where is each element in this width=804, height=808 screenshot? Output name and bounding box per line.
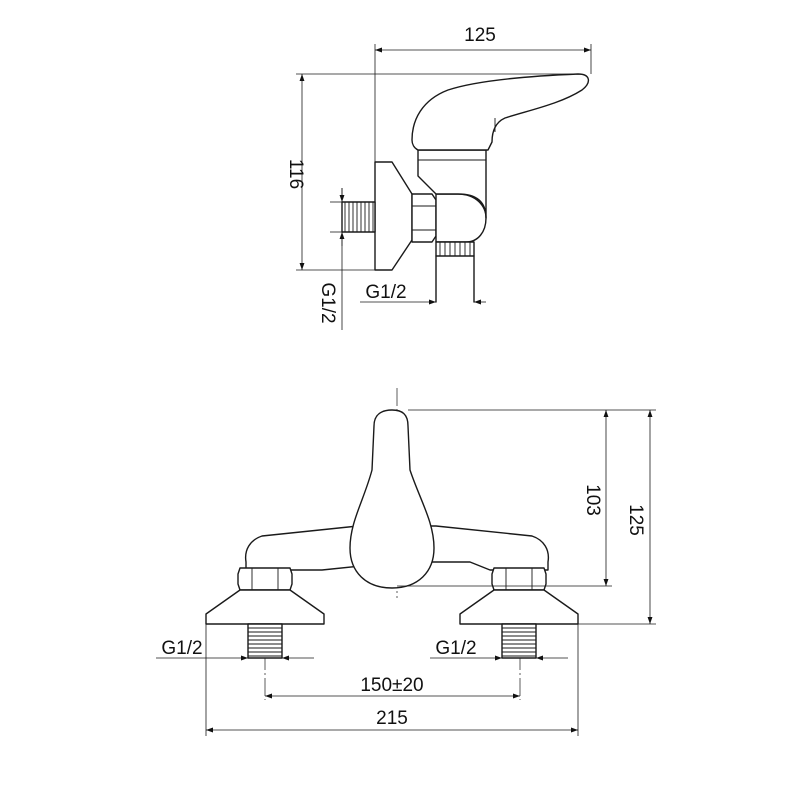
front-right-rosette	[459, 589, 579, 625]
side-cartridge	[417, 149, 487, 219]
front-spout-height-dimension: 103	[582, 484, 603, 516]
front-left-hex-nut	[237, 567, 293, 591]
wall-rosette	[374, 161, 413, 271]
side-outlet-thread-label: G1/2	[365, 282, 406, 303]
side-depth-dimension: 125	[464, 25, 496, 46]
front-left-rosette	[205, 589, 325, 625]
front-right-thread-label: G1/2	[435, 638, 476, 659]
front-view: 103 125 G1/2 G1/2 150±20 215	[156, 388, 656, 736]
front-right-thread	[501, 623, 537, 659]
front-total-width-dimension: 215	[376, 708, 408, 729]
front-left-thread-label: G1/2	[161, 638, 202, 659]
front-total-height-dimension: 125	[625, 504, 646, 536]
side-elbow-body	[435, 193, 487, 243]
front-left-thread	[247, 623, 283, 659]
side-inlet-thread-label: G1/2	[317, 282, 338, 323]
side-height-dimension: 116	[285, 159, 306, 189]
front-center-distance-dimension: 150±20	[360, 675, 423, 696]
side-hex-nut	[411, 193, 437, 243]
front-right-hex-nut	[491, 567, 547, 591]
side-view: 125 116 G1/2 G1/2	[285, 25, 592, 330]
side-lever-handle	[411, 73, 589, 151]
front-lever-body	[349, 409, 435, 589]
inlet-thread	[341, 201, 376, 233]
